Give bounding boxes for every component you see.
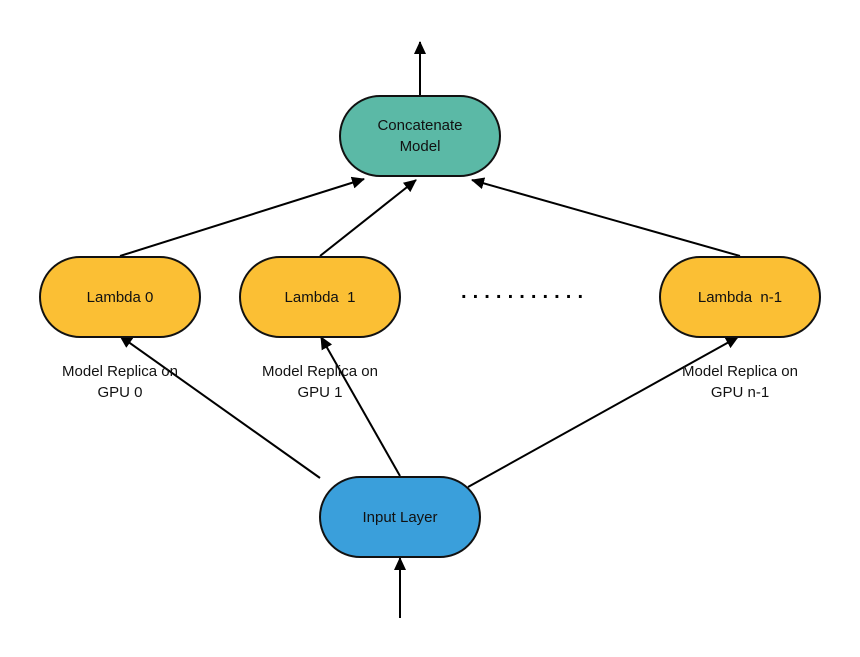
edge-input-to-lambda1 — [320, 336, 401, 477]
lambda-1-label: Lambda 1 — [285, 289, 356, 306]
lambda-0-node: Lambda 0 — [39, 256, 201, 338]
edge-lambda1-to-concat — [319, 179, 417, 257]
caption-gpu-n-1-line2: GPU n-1 — [711, 384, 769, 401]
edge-input-to-lambdaN — [467, 336, 739, 488]
lambda-1-node: Lambda 1 — [239, 256, 401, 338]
concatenate-model-shape — [339, 95, 501, 177]
edge-lambdaN-to-concat — [471, 177, 741, 257]
lambda-0-shape — [39, 256, 201, 338]
edge-input-to-lambda0 — [119, 335, 321, 479]
concatenate-model-node: Concatenate Model — [339, 95, 501, 177]
input-layer-label: Input Layer — [362, 509, 437, 526]
lambda-n-1-node: Lambda n-1 — [659, 256, 821, 338]
lambda-n-1-label: Lambda n-1 — [698, 289, 782, 306]
input-layer-shape — [319, 476, 481, 558]
caption-gpu-0-line2: GPU 0 — [97, 384, 142, 401]
caption-gpu-0-line1: Model Replica on — [62, 363, 178, 380]
caption-gpu-n-1-line1: Model Replica on — [682, 363, 798, 380]
caption-gpu-n-1: Model Replica on GPU n-1 — [682, 363, 798, 401]
caption-gpu-0: Model Replica on GPU 0 — [62, 363, 178, 401]
concatenate-label-line1: Concatenate — [377, 117, 462, 134]
ellipsis-dots: · · · · · · · · · · · — [461, 287, 584, 306]
lambda-0-label: Lambda 0 — [87, 289, 154, 306]
caption-gpu-1-line2: GPU 1 — [297, 384, 342, 401]
caption-gpu-1: Model Replica on GPU 1 — [262, 363, 378, 401]
concatenate-label-line2: Model — [400, 138, 441, 155]
lambda-n-1-shape — [659, 256, 821, 338]
edge-lambda0-to-concat — [119, 176, 365, 257]
input-layer-node: Input Layer — [319, 476, 481, 558]
lambda-1-shape — [239, 256, 401, 338]
caption-gpu-1-line1: Model Replica on — [262, 363, 378, 380]
